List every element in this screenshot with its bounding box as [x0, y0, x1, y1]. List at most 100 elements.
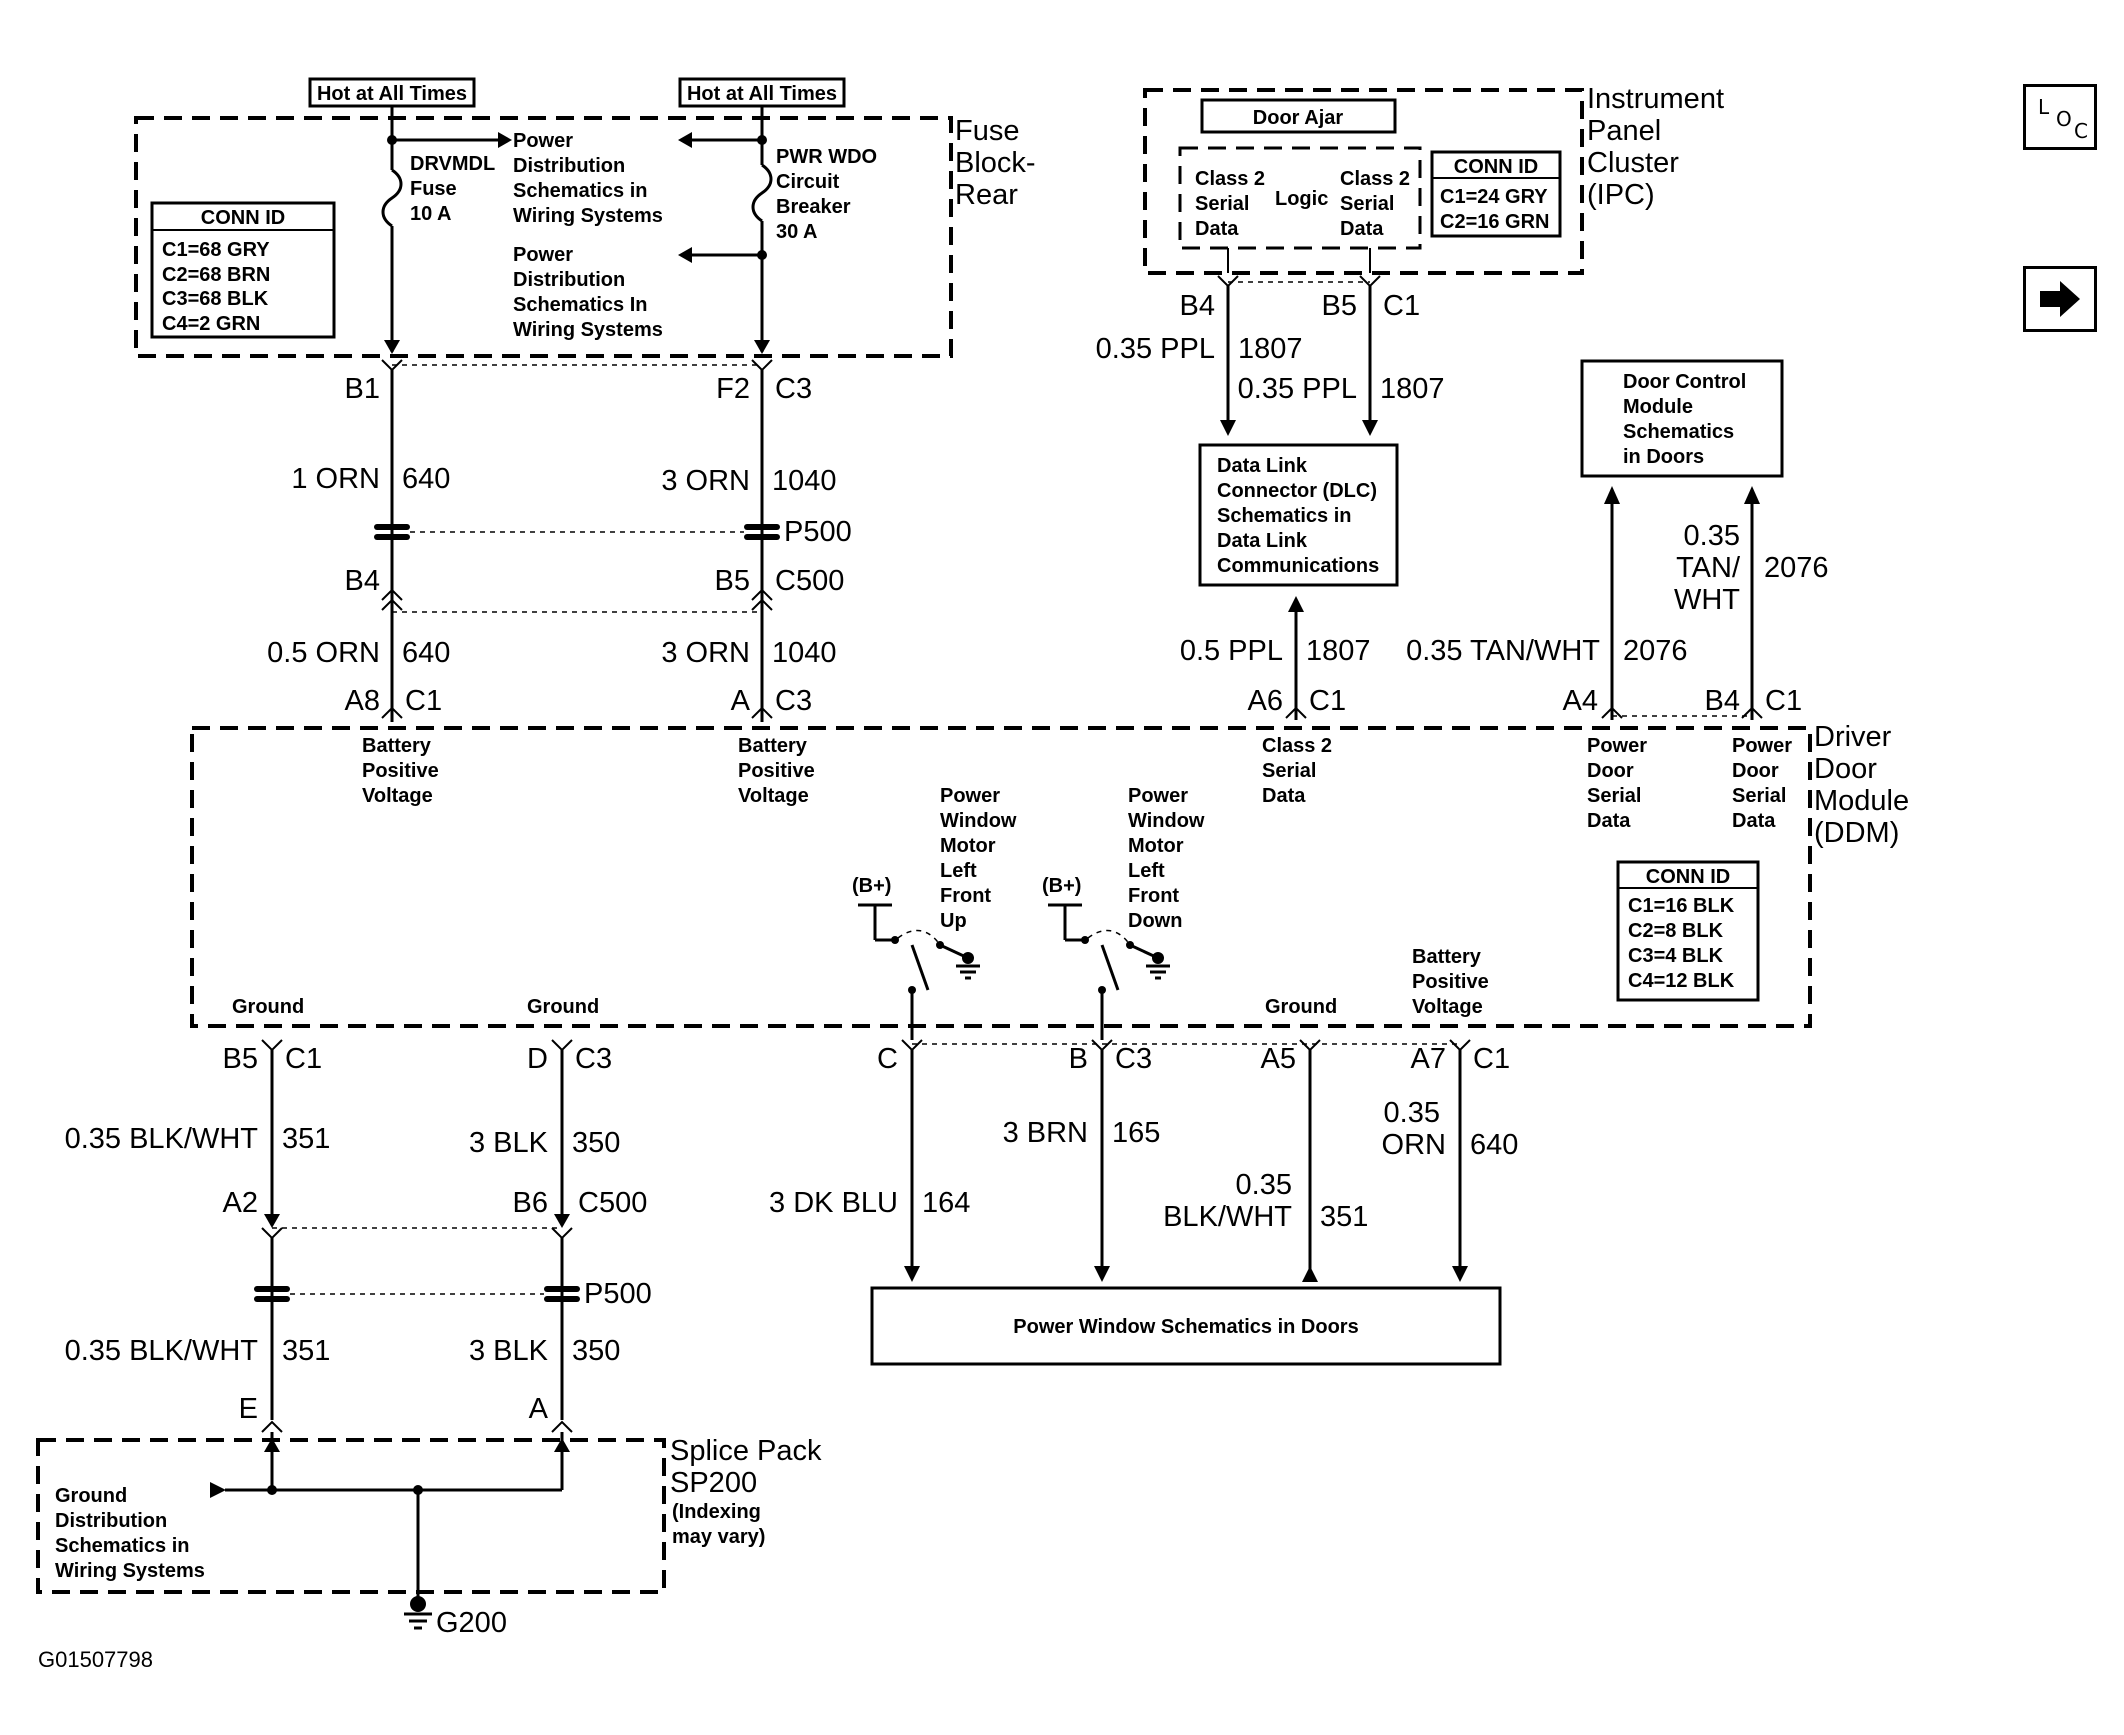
svg-text:351: 351 [282, 1335, 330, 1367]
svg-text:Serial: Serial [1587, 785, 1641, 807]
locator-button[interactable]: L O C [2023, 84, 2097, 150]
svg-text:0.5 PPL: 0.5 PPL [1180, 635, 1283, 667]
svg-text:3 BLK: 3 BLK [469, 1335, 549, 1367]
ddm-battery-positive-2: Battery Positive Voltage [738, 735, 815, 807]
svg-text:350: 350 [572, 1335, 620, 1367]
svg-text:Schematics: Schematics [1623, 421, 1734, 443]
ddm-conn-id-table [1616, 860, 1760, 1002]
svg-text:may vary): may vary) [672, 1526, 765, 1548]
svg-text:Module: Module [1814, 785, 1909, 817]
svg-text:DRVMDL: DRVMDL [410, 153, 495, 175]
svg-text:B4: B4 [345, 565, 380, 597]
svg-text:Data Link: Data Link [1217, 530, 1308, 552]
svg-text:640: 640 [402, 463, 450, 495]
svg-text:CONN ID: CONN ID [201, 207, 285, 229]
svg-text:Connector (DLC): Connector (DLC) [1217, 480, 1377, 502]
svg-text:B5: B5 [1322, 290, 1357, 322]
arrow-right-icon [2040, 281, 2080, 317]
svg-text:Power Window Schematics in Doo: Power Window Schematics in Doors [1013, 1316, 1358, 1338]
svg-text:0.35: 0.35 [1384, 1097, 1440, 1129]
next-page-button[interactable] [2023, 266, 2097, 332]
svg-text:Battery: Battery [362, 735, 432, 757]
svg-text:Rear: Rear [955, 179, 1018, 211]
svg-text:Door Control: Door Control [1623, 371, 1746, 393]
svg-text:C1=16 BLK: C1=16 BLK [1628, 895, 1735, 917]
svg-text:Instrument: Instrument [1587, 83, 1724, 115]
door-ajar-box [1200, 98, 1397, 134]
svg-text:1040: 1040 [772, 465, 837, 497]
svg-text:0.35 PPL: 0.35 PPL [1096, 333, 1215, 365]
hot-at-all-times-label-left: Hot at All Times [317, 83, 467, 105]
svg-text:in Doors: in Doors [1623, 446, 1704, 468]
svg-text:0.35 BLK/WHT: 0.35 BLK/WHT [65, 1123, 259, 1155]
svg-text:D: D [527, 1043, 548, 1075]
svg-text:Door: Door [1814, 753, 1877, 785]
svg-text:10 A: 10 A [410, 203, 452, 225]
hot-at-all-times-box-right [678, 77, 846, 108]
svg-text:Class 2: Class 2 [1340, 168, 1410, 190]
b-plus-label-2: (B+) [1042, 875, 1081, 897]
svg-text:Voltage: Voltage [1412, 996, 1483, 1018]
svg-text:Voltage: Voltage [738, 785, 809, 807]
pwr-wdo-breaker-symbol [751, 163, 773, 223]
svg-text:0.5 ORN: 0.5 ORN [267, 637, 380, 669]
svg-text:Left: Left [940, 860, 977, 882]
svg-text:P500: P500 [784, 516, 852, 548]
driver-door-module-boundary [190, 726, 1812, 1028]
svg-text:Up: Up [940, 910, 967, 932]
svg-text:C500: C500 [578, 1187, 647, 1219]
svg-text:Door: Door [1732, 760, 1779, 782]
motor-up-relay-label: Power Window Motor Left Front Up [940, 785, 1017, 932]
svg-text:SP200: SP200 [670, 1467, 757, 1499]
svg-text:(IPC): (IPC) [1587, 179, 1655, 211]
svg-text:Schematics in: Schematics in [1217, 505, 1352, 527]
svg-text:Window: Window [1128, 810, 1205, 832]
svg-text:Splice Pack: Splice Pack [670, 1435, 822, 1467]
figure-id: G01507798 [38, 1647, 153, 1672]
svg-text:3 BRN: 3 BRN [1003, 1117, 1088, 1149]
svg-text:0.35 PPL: 0.35 PPL [1238, 373, 1357, 405]
svg-text:Breaker: Breaker [776, 196, 851, 218]
g200-ground-symbol [404, 1596, 432, 1630]
svg-text:Positive: Positive [738, 760, 815, 782]
svg-text:Power: Power [1732, 735, 1792, 757]
svg-text:C4=2 GRN: C4=2 GRN [162, 313, 260, 335]
svg-text:WHT: WHT [1674, 584, 1740, 616]
drvmdl-fuse-label: DRVMDL Fuse 10 A [410, 153, 495, 225]
svg-text:Schematics In: Schematics In [513, 294, 648, 316]
svg-text:Battery: Battery [738, 735, 808, 757]
svg-text:Door Ajar: Door Ajar [1253, 107, 1344, 129]
svg-text:1807: 1807 [1380, 373, 1445, 405]
ground-symbol-up [962, 952, 974, 964]
svg-text:CONN ID: CONN ID [1454, 156, 1538, 178]
svg-text:Ground: Ground [55, 1485, 127, 1507]
svg-text:Data: Data [1587, 810, 1631, 832]
svg-text:Down: Down [1128, 910, 1182, 932]
svg-text:2076: 2076 [1623, 635, 1688, 667]
locator-icon: L O C [2038, 95, 2088, 143]
svg-text:Data: Data [1195, 218, 1239, 240]
svg-text:Class 2: Class 2 [1262, 735, 1332, 757]
svg-text:Class 2: Class 2 [1195, 168, 1265, 190]
svg-text:A5: A5 [1261, 1043, 1296, 1075]
svg-text:A: A [529, 1393, 549, 1425]
svg-text:C3=68 BLK: C3=68 BLK [162, 288, 269, 310]
b-plus-label-1: (B+) [852, 875, 891, 897]
svg-text:350: 350 [572, 1127, 620, 1159]
svg-text:Power: Power [940, 785, 1000, 807]
svg-text:(Indexing: (Indexing [672, 1501, 761, 1523]
svg-text:A4: A4 [1563, 685, 1598, 717]
svg-text:C2=68 BRN: C2=68 BRN [162, 264, 270, 286]
ipc-conn-id-table [1430, 150, 1562, 238]
ipc-logic-boundary [1178, 146, 1422, 250]
svg-text:Wiring Systems: Wiring Systems [513, 319, 663, 341]
svg-text:Cluster: Cluster [1587, 147, 1679, 179]
svg-text:(DDM): (DDM) [1814, 817, 1899, 849]
svg-text:A6: A6 [1248, 685, 1283, 717]
svg-text:ORN: ORN [1382, 1129, 1446, 1161]
svg-text:Data: Data [1732, 810, 1776, 832]
svg-text:3 BLK: 3 BLK [469, 1127, 549, 1159]
svg-text:0.35: 0.35 [1684, 520, 1740, 552]
svg-text:Power: Power [1587, 735, 1647, 757]
